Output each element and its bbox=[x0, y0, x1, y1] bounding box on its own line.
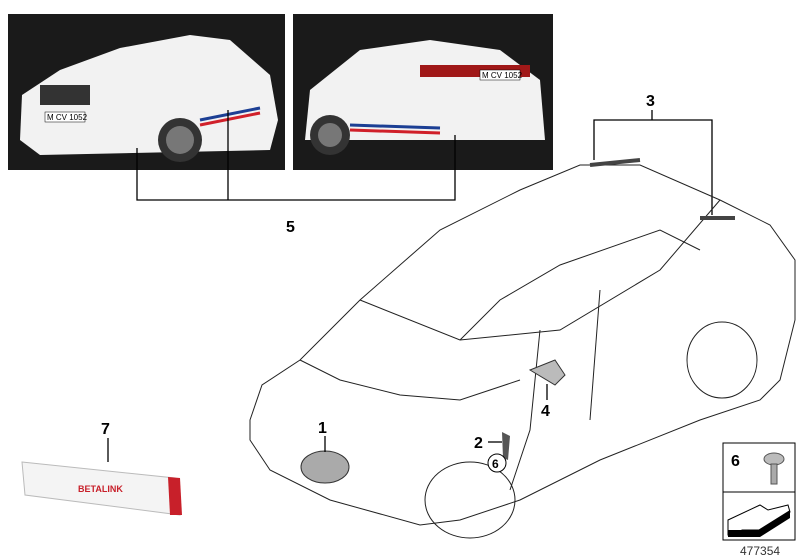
callout-5: 5 bbox=[286, 219, 295, 236]
callout-1: 1 bbox=[318, 420, 327, 437]
front-plate-text: M CV 1052 bbox=[47, 113, 88, 122]
betalink-product-box: BETALINK bbox=[21, 461, 182, 516]
rear-plate-text: M CV 1052 bbox=[482, 71, 523, 80]
screw-icon bbox=[763, 452, 785, 466]
callout-3: 3 bbox=[646, 93, 655, 110]
callout-2: 2 bbox=[474, 435, 483, 452]
callout-5-leader bbox=[136, 110, 456, 201]
mirror-cap bbox=[528, 359, 566, 386]
car-line-drawing bbox=[249, 158, 796, 539]
legend-box-screw: 6 bbox=[722, 442, 796, 541]
kidney-grille bbox=[300, 450, 350, 484]
legend-part-number: 6 bbox=[731, 453, 740, 470]
product-brand-text: BETALINK bbox=[78, 484, 123, 494]
callout-7: 7 bbox=[101, 421, 110, 438]
callout-3-leader bbox=[593, 110, 713, 215]
photo-front-view: M CV 1052 bbox=[8, 14, 285, 170]
side-gill bbox=[502, 432, 510, 460]
callout-6-circled: 6 bbox=[492, 457, 499, 471]
diagram-number: 477354 bbox=[740, 544, 780, 558]
callout-4: 4 bbox=[541, 403, 550, 420]
photo-rear-view: M CV 1052 bbox=[293, 14, 553, 170]
